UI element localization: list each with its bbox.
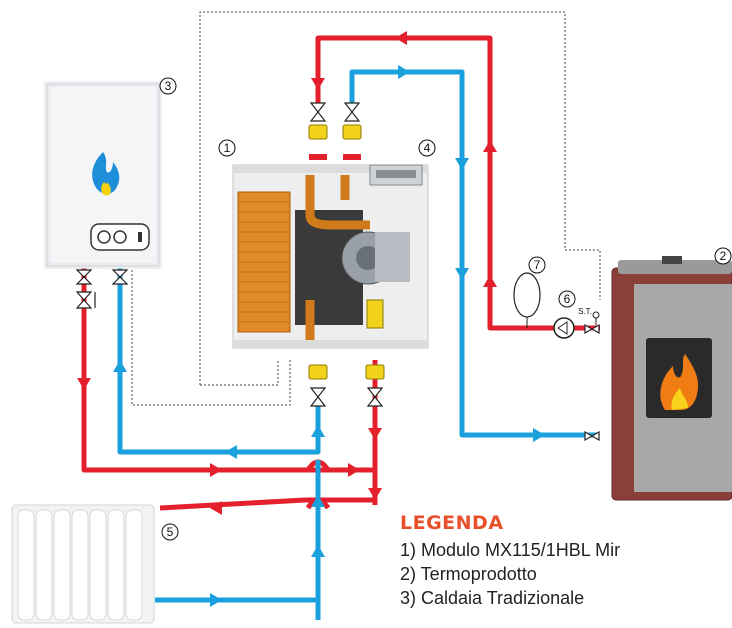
label-stove: 2: [714, 247, 732, 265]
arrow-right-red: [210, 463, 222, 477]
circulation-pump: [553, 317, 575, 339]
svg-text:3: 3: [165, 79, 172, 93]
arrow-down-red: [368, 428, 382, 440]
arrow-left-blue: [225, 445, 237, 459]
arrow-up-blue: [311, 545, 325, 557]
valve-icon: [309, 102, 327, 122]
legend-title: LEGENDA: [400, 512, 504, 534]
svg-text:7: 7: [534, 258, 541, 272]
label-radiator: 5: [161, 523, 179, 541]
check-valve-icon: [75, 291, 93, 309]
legend-item-module: 1) Modulo MX115/1HBL Mir: [400, 540, 621, 560]
svg-text:4: 4: [424, 141, 431, 155]
arrow-down-red: [311, 78, 325, 90]
fire-icon: [660, 354, 699, 410]
arrow-up-blue: [113, 360, 127, 372]
arrow-right-blue: [398, 65, 410, 79]
valve-icon: [584, 430, 600, 442]
check-valve: [75, 291, 96, 309]
control-wires: [131, 11, 601, 406]
safety-valve-icon: [592, 311, 600, 325]
legend-item-stove: 2) Termoprodotto: [400, 564, 537, 584]
radiator: [11, 504, 155, 624]
arrow-up-red: [483, 140, 497, 152]
arrow-down-blue: [455, 268, 469, 280]
flow-arrows: [77, 31, 545, 607]
arrow-up-red: [483, 275, 497, 287]
label-controller: 4: [418, 139, 436, 157]
label-module: 1: [218, 139, 236, 157]
pump-arrow-icon: [557, 321, 568, 335]
arrow-left-red: [395, 31, 407, 45]
heat-exchanger-plates: [238, 201, 290, 323]
valve-icon: [366, 387, 384, 407]
flame-icon: [92, 152, 120, 196]
valve-icon: [584, 323, 600, 335]
module-mx115: [232, 164, 429, 349]
svg-text:1: 1: [224, 141, 231, 155]
svg-text:5: 5: [167, 525, 174, 539]
valve-icon: [309, 387, 327, 407]
valve-icon: [111, 269, 129, 285]
svg-text:6: 6: [564, 292, 571, 306]
arrow-up-blue: [311, 425, 325, 437]
component-labels: 1 2 3 4 5 6 7 S.T.: [159, 77, 732, 541]
arrow-left-red: [210, 501, 222, 515]
svg-text:2: 2: [720, 249, 727, 263]
label-pump: 6: [558, 290, 576, 308]
label-valve-note: S.T.: [578, 307, 592, 316]
expansion-tank: [513, 272, 541, 328]
label-boiler: 3: [159, 77, 177, 95]
arrow-down-red: [368, 488, 382, 500]
label-expansion-tank: 7: [528, 256, 546, 274]
arrow-down-blue: [455, 158, 469, 170]
pellet-stove: [611, 256, 732, 501]
arrow-up-blue: [311, 495, 325, 507]
arrow-down-red: [77, 378, 91, 390]
legend: LEGENDA 1) Modulo MX115/1HBL Mir 2) Term…: [400, 512, 732, 610]
legend-item-boiler: 3) Caldaia Tradizionale: [400, 588, 585, 608]
valve-icon: [343, 102, 361, 122]
arrow-right-blue: [210, 593, 222, 607]
arrow-right-blue: [533, 428, 545, 442]
pipe-fittings: [308, 124, 385, 380]
valves: [75, 102, 600, 442]
arrow-right-red: [348, 463, 360, 477]
valve-icon: [75, 269, 93, 285]
traditional-boiler: [44, 81, 162, 269]
